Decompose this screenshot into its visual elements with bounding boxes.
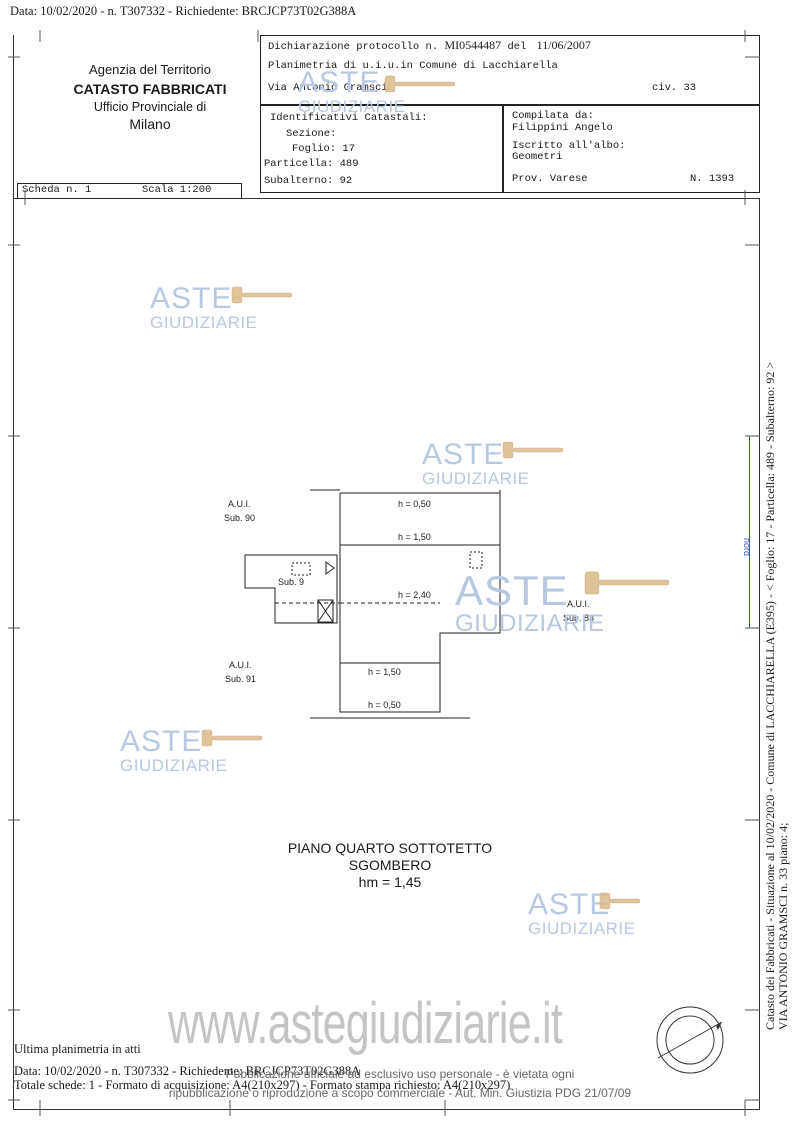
declaration-date: 11/06/2007 (536, 38, 591, 52)
albo-label: Iscritto all'albo: (512, 140, 626, 152)
north-arrow (656, 1006, 724, 1074)
civic-number: civ. 33 (652, 82, 697, 94)
door-triangle (325, 561, 335, 575)
office-agency: Agenzia del Territorio (89, 62, 211, 77)
plan-h150-bot: h = 1,50 (368, 667, 401, 677)
plan-caption: PIANO QUARTO SOTTOTETTO SGOMBERO hm = 1,… (240, 840, 540, 891)
declaration-box (260, 35, 760, 105)
footer-totale: Totale schede: 1 - Formato di acquisizio… (14, 1078, 511, 1092)
outer-frame (13, 35, 760, 1110)
planimetry-line: Planimetria di u.i.u.in Comune di Lacchi… (268, 60, 558, 72)
identifiers-subalterno: Subalterno: 92 (264, 175, 353, 187)
compiler-label: Compilata da: (512, 110, 594, 122)
footer-pub-1: Pubblicazione ufficiale ad esclusivo uso… (225, 1067, 575, 1081)
plan-aui83-b: Sub. 83 (563, 613, 594, 623)
declaration-del: del (507, 41, 527, 53)
compiler-name: Filippini Angelo (512, 122, 613, 134)
plan-aui90-b: Sub. 90 (224, 513, 255, 523)
dashed-box-right (469, 551, 483, 569)
address-line: Via Antonio Gramsci (268, 82, 388, 94)
scheda-scale: Scala 1:200 (142, 184, 212, 196)
header-line: Data: 10/02/2020 - n. T307332 - Richiede… (10, 4, 357, 18)
albo-number: N. 1393 (690, 173, 735, 185)
identifiers-box (260, 105, 503, 193)
identifiers-title: Identificativi Catastali: (270, 112, 428, 124)
plan-aui90-a: A.U.I. (228, 499, 251, 509)
north-arrow-icon (716, 1022, 722, 1030)
albo-value: Geometri (512, 151, 563, 163)
caption-floor: PIANO QUARTO SOTTOTETTO (287, 840, 493, 856)
plan-h150-top: h = 1,50 (398, 532, 431, 542)
identifiers-particella: Particella: 489 (264, 158, 359, 170)
caption-hm: hm = 1,45 (358, 874, 422, 890)
office-catasto: CATASTO FABBRICATI (73, 81, 227, 97)
side-nord-line (749, 436, 750, 628)
office-block: Agenzia del Territorio CATASTO FABBRICAT… (40, 62, 260, 132)
footer-ultima: Ultima planimetria in atti (14, 1042, 141, 1056)
declaration-number: MI0544487 (444, 38, 502, 52)
plan-h050-top: h = 0,50 (398, 499, 431, 509)
identifiers-foglio: Foglio: 17 (292, 143, 356, 155)
sub9-block (244, 554, 338, 624)
identifiers-sezione: Sezione: (286, 128, 337, 140)
footer-pub-2: ripubblicazione o riproduzione a scopo c… (168, 1086, 632, 1100)
declaration-label: Dichiarazione protocollo n. (268, 41, 439, 53)
compiler-box (503, 105, 760, 193)
prov-label: Prov. Varese (512, 173, 588, 185)
declaration-line: Dichiarazione protocollo n. MI0544487 de… (268, 38, 591, 53)
side-nord-label: nord (742, 538, 752, 557)
office-city: Milano (129, 116, 171, 132)
caption-use: SGOMBERO (348, 857, 432, 873)
plan-aui91-b: Sub. 91 (225, 674, 256, 684)
side-line-2: VIA ANTONIO GRAMSCI n. 33 piano: 4; (776, 822, 790, 1030)
plan-h050-bot: h = 0,50 (368, 700, 401, 710)
footer-data: Data: 10/02/2020 - n. T307332 - Richiede… (14, 1064, 361, 1078)
watermark-url: www.astegiudiziarie.it (168, 991, 563, 1056)
dashed-box-left (291, 562, 311, 576)
scheda-number: Scheda n. 1 (22, 184, 92, 196)
plan-aui83-a: A.U.I. (567, 599, 590, 609)
footer-publication: Pubblicazione ufficiale ad esclusivo uso… (130, 1068, 670, 1100)
office-ufficio: Ufficio Provinciale di (93, 100, 207, 114)
plan-aui91-a: A.U.I. (229, 660, 252, 670)
plan-sub9: Sub. 9 (278, 577, 304, 587)
scheda-box (17, 183, 242, 199)
side-text: Catasto dei Fabbricati - Situazione al 1… (763, 270, 790, 1030)
plan-h240: h = 2,40 (398, 590, 431, 600)
stair-box (317, 599, 334, 623)
